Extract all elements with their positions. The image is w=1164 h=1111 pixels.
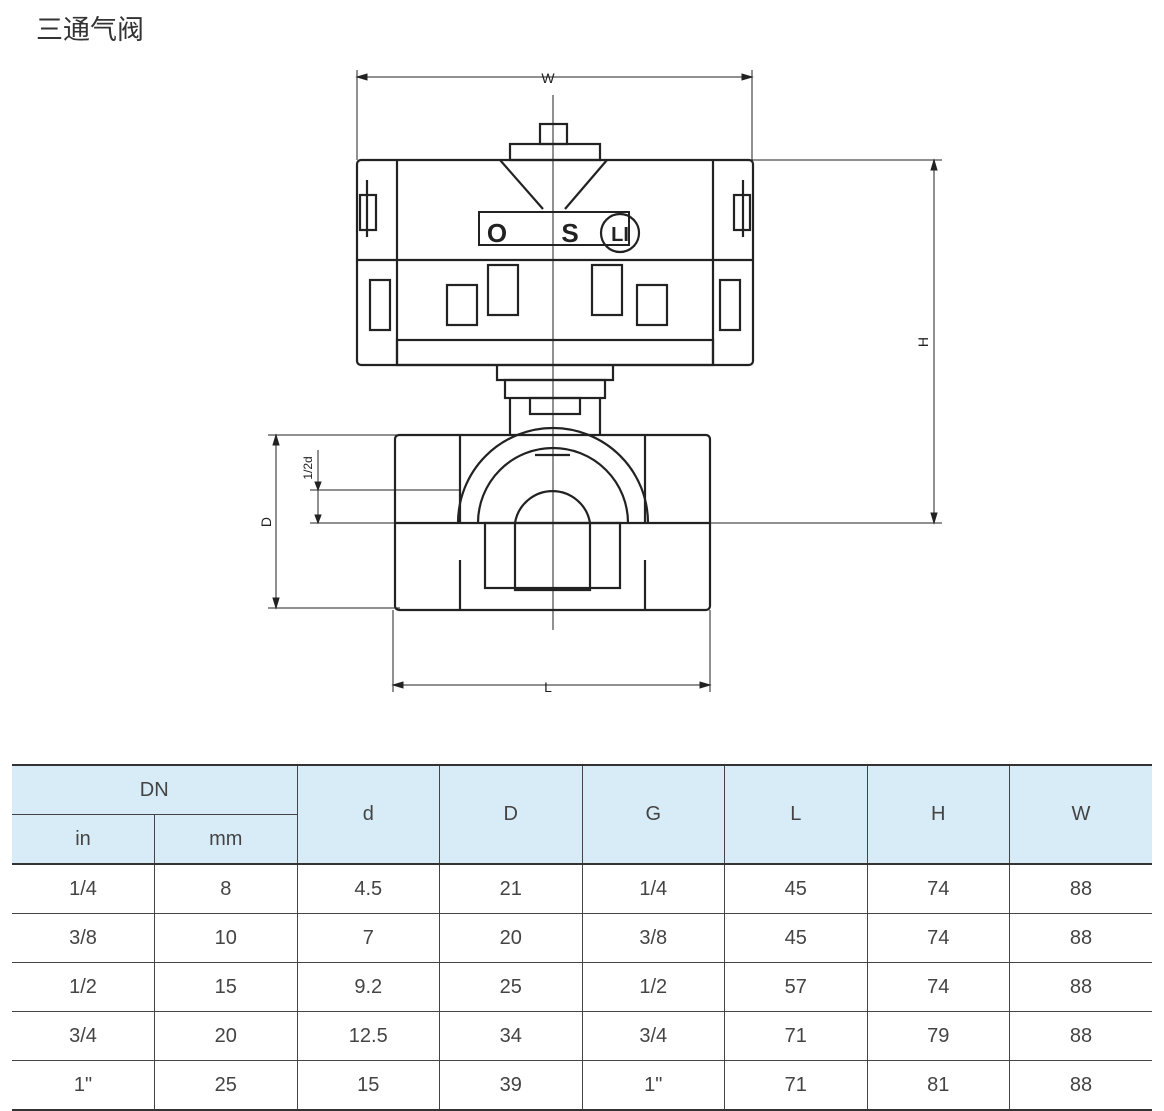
dim-label-d: D [258,517,274,527]
page-title: 三通气阀 [36,15,144,46]
table-cell: 88 [1009,1011,1152,1061]
valve-body [393,426,712,612]
table-cell: 15 [296,1060,440,1111]
table-cell: 20 [154,1011,298,1061]
header-g: G [581,764,725,864]
header-dn: DN [12,764,298,815]
dimension-h [710,158,942,525]
table-cell: 7 [296,913,440,963]
table-cell: 12.5 [296,1011,440,1061]
table-cell: 15 [154,962,298,1012]
table-cell: 3/8 [12,913,155,963]
table-cell: 1/4 [581,864,725,914]
valve-technical-drawing: W H D 1/2d L [258,70,942,695]
table-cell: 71 [724,1060,868,1111]
actuator-body [355,122,755,435]
table-cell: 25 [439,962,583,1012]
header-d-small: d [296,764,440,864]
table-cell: 79 [866,1011,1010,1061]
header-w: W [1009,764,1152,864]
dimension-w [355,70,754,160]
table-cell: 74 [866,864,1010,914]
table-cell: 10 [154,913,298,963]
table-cell: 74 [866,913,1010,963]
header-h: H [866,764,1010,864]
header-mm: mm [154,814,297,864]
table-cell: 45 [724,864,868,914]
table-cell: 88 [1009,864,1152,914]
table-cell: 21 [439,864,583,914]
table-cell: 88 [1009,913,1152,963]
table-cell: 71 [724,1011,868,1061]
table-cell: 3/4 [581,1011,725,1061]
dimension-d [268,433,460,610]
marking-o: O [487,218,507,248]
table-cell: 1" [581,1060,725,1111]
marking-s: S [561,218,578,248]
table-cell: 1/2 [581,962,725,1012]
table-cell: 3/4 [12,1011,155,1061]
table-cell: 57 [724,962,868,1012]
dimension-l [391,610,712,692]
table-cell: 88 [1009,962,1152,1012]
dim-label-h: H [915,337,931,347]
table-cell: 8 [154,864,298,914]
table-cell: 74 [866,962,1010,1012]
header-d-large: D [439,764,583,864]
table-cell: 9.2 [296,962,440,1012]
dim-label-w: W [541,70,555,86]
table-cell: 81 [866,1060,1010,1111]
table-cell: 1/4 [12,864,155,914]
table-cell: 20 [439,913,583,963]
table-cell: 1" [12,1060,155,1111]
table-cell: 39 [439,1060,583,1111]
table-cell: 88 [1009,1060,1152,1111]
header-in: in [12,814,155,864]
dim-label-half-d: 1/2d [301,456,315,479]
table-cell: 25 [154,1060,298,1111]
header-l: L [724,764,868,864]
dim-label-l: L [544,679,552,695]
table-cell: 34 [439,1011,583,1061]
table-cell: 1/2 [12,962,155,1012]
marking-li: LI [611,224,629,246]
table-cell: 4.5 [296,864,440,914]
table-cell: 3/8 [581,913,725,963]
table-cell: 45 [724,913,868,963]
